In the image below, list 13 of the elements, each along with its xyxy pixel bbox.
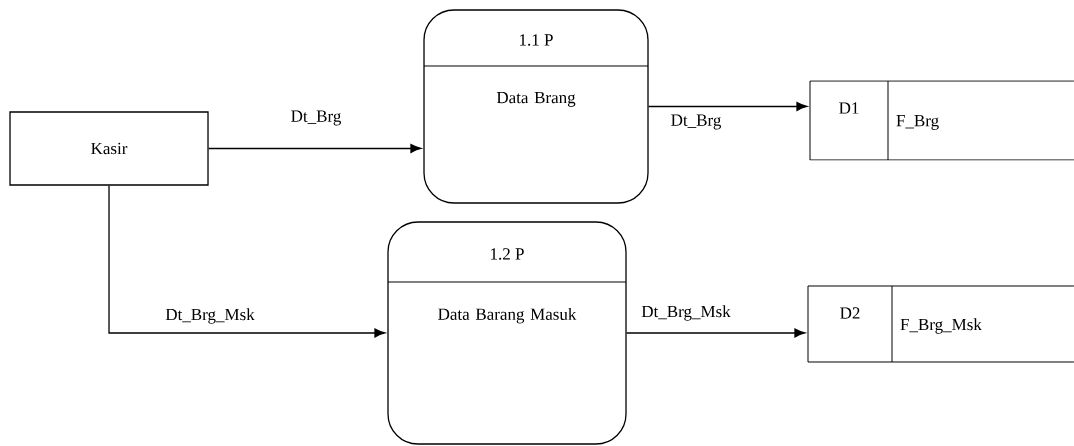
arrow <box>626 328 806 338</box>
data-store: D1 F_Brg <box>809 80 1074 161</box>
entity-box: Kasir <box>9 111 209 186</box>
edge-label: Dt_Brg_Msk <box>640 304 732 322</box>
arrow <box>108 185 386 338</box>
process-box: 1.2 P Data Barang Masuk <box>387 221 627 445</box>
arrow <box>208 144 422 153</box>
edge-label: Dt_Brg <box>289 109 343 127</box>
data-store: D2 F_Brg_Msk <box>807 285 1074 363</box>
arrow <box>648 102 808 111</box>
edge-label: Dt_Brg_Msk <box>164 307 256 325</box>
edge-label: Dt_Brg <box>669 113 723 131</box>
process-box: 1.1 P Data Brang <box>423 9 649 204</box>
